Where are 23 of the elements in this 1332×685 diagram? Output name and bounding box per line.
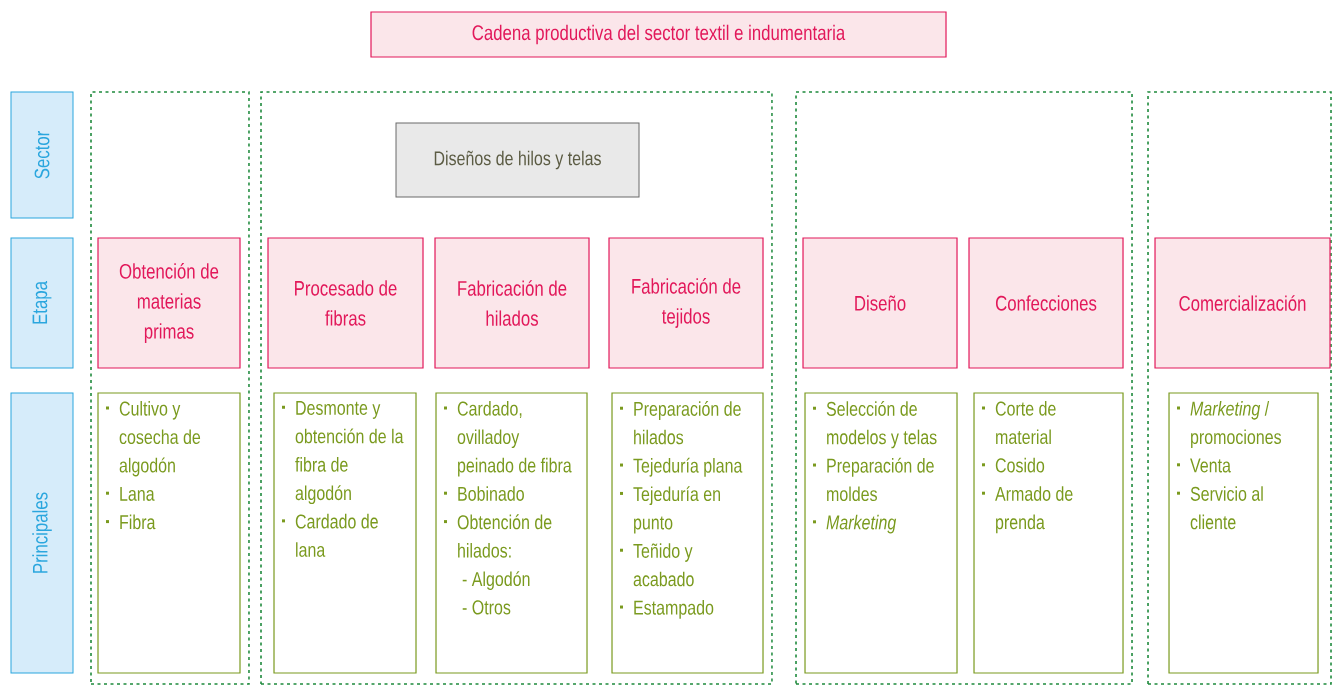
row-header-box: Principales [10,392,74,674]
stage-box: Diseño [802,237,958,369]
activity-list-box: Preparación de hilados Tejeduría plana Tejeduría en punto Teñido y acabado Estampado [611,392,764,674]
activity-list-box: Cardado, ovilladoy peinado de fibra Bobinado Obtención de hilados: - Algodón - Otros [435,392,588,674]
activity-list-box: Cultivo y cosecha de algodón Lana Fibra [97,392,241,674]
row-header-box: Etapa [10,237,74,369]
activity-list-box: Corte de material Cosido Armado de prenda [973,392,1124,674]
stage-box: Fabricación de hilados [434,237,590,369]
activity-list-box: Desmonte y obtención de la fibra de algodón Cardado de lana [273,392,417,674]
activity-list-box: Marketing / promociones Venta Servicio al cliente [1168,392,1319,674]
stage-box: Confecciones [968,237,1124,369]
stage-box: Comercialización [1154,237,1331,369]
sector-box: Diseños de hilos y telas [395,122,640,198]
dashed-group-frame [1147,91,1332,685]
dashed-group-frame [260,91,773,685]
row-header-box: Sector [10,91,74,219]
stage-box: Fabricación de tejidos [608,237,764,369]
dashed-group-frame [90,91,250,685]
stage-box: Obtención de materias primas [97,237,241,369]
stage-box: Procesado de fibras [267,237,424,369]
title-box: Cadena productiva del sector textil e indumentaria [370,11,947,58]
activity-list-box: Selección de modelos y telas Preparación de moldes Marketing [804,392,958,674]
dashed-group-frame [795,91,1133,685]
